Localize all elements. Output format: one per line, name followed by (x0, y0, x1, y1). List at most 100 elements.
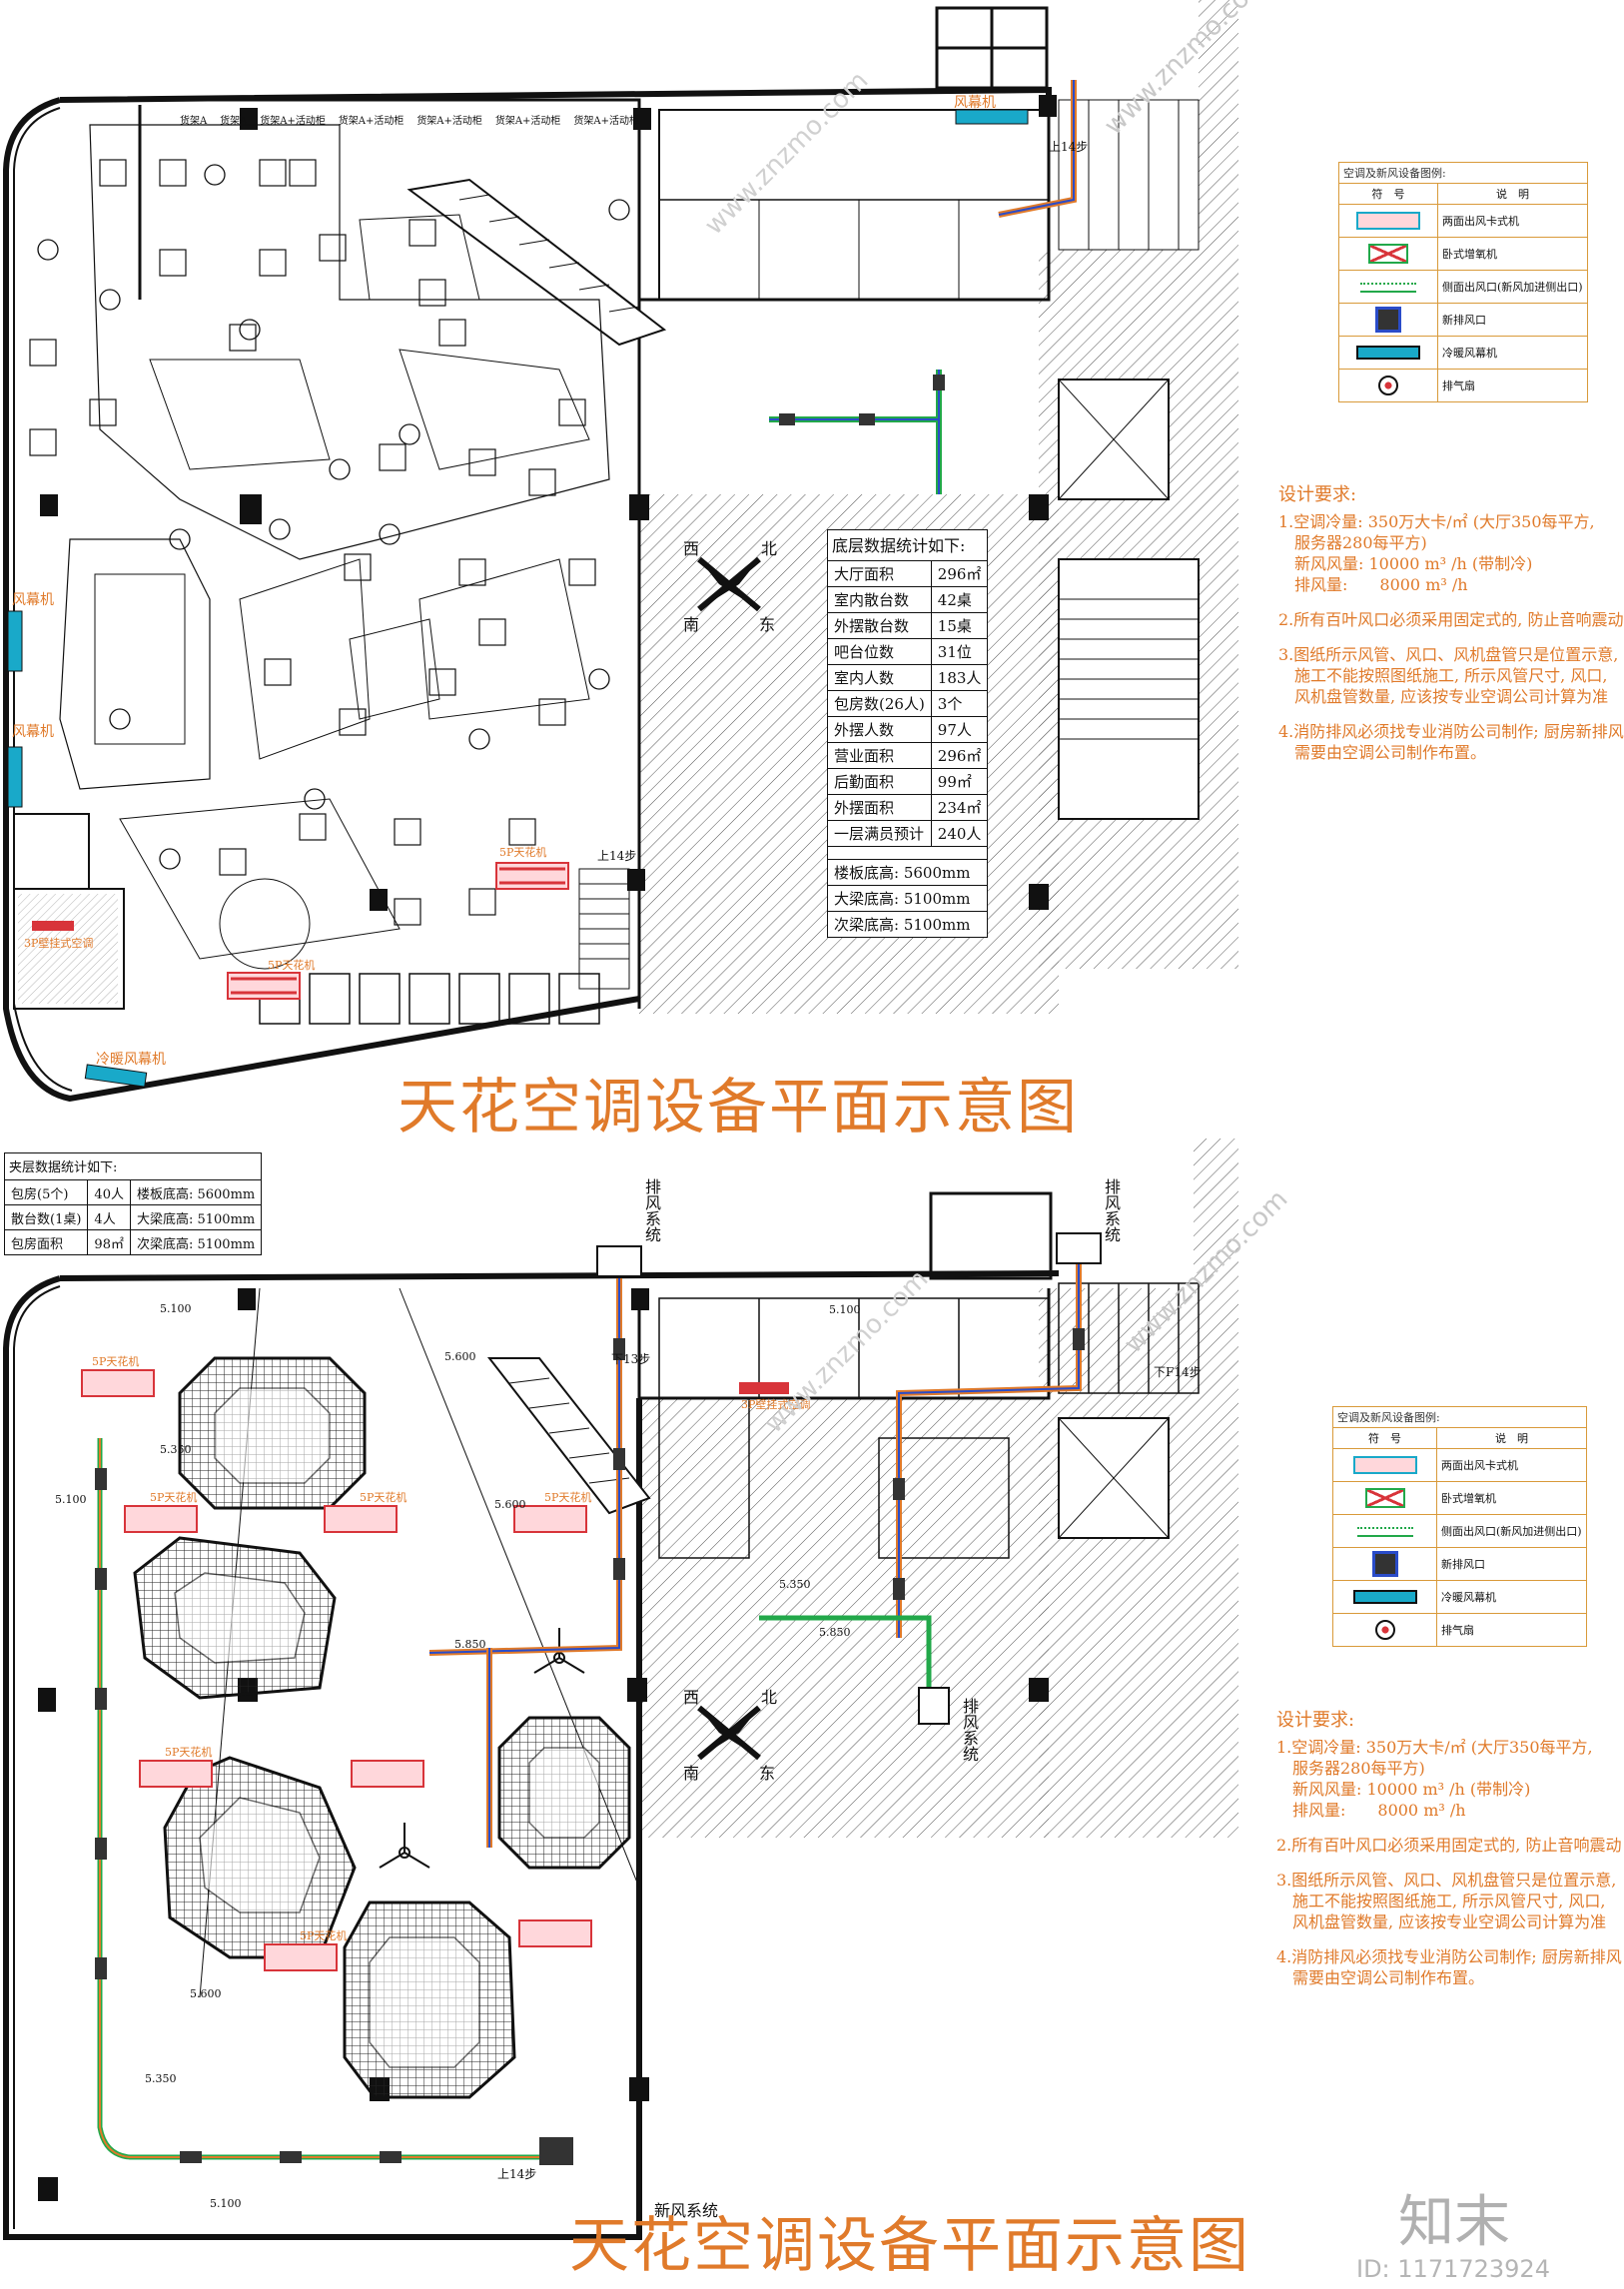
fresh-air-vent-icon (1371, 1551, 1398, 1577)
compass-south: 南 (683, 615, 700, 634)
table-row: 包房(5个)40人楼板底高: 5600mm (3, 1179, 263, 1205)
stair-up-label-2: 上14步 (597, 849, 637, 863)
ac-5p-label: 5P天花机 (544, 1491, 592, 1504)
ac-3p-wall-label: 3P壁挂式空调 (24, 937, 94, 950)
dome-ceilings (133, 1356, 631, 2099)
compass-bottom (697, 1705, 761, 1761)
exhaust-system-label-1: 排风系统 (642, 1178, 661, 1242)
elevation-mark: 5.350 (145, 2072, 177, 2085)
legend-row: 冷暖风幕机 (1338, 336, 1588, 370)
columns (40, 95, 1057, 911)
legend-row: 卧式增氧机 (1332, 1481, 1587, 1515)
elevation-mark: 5.600 (190, 1987, 222, 2000)
shelf-label: 货架A+活动柜 (338, 116, 405, 127)
table-row: 散台数(1桌)4人大梁底高: 5100mm (3, 1204, 263, 1230)
watermark-id: ID: 1171723924 (1356, 2255, 1550, 2283)
cassette-5p-units-bottom (81, 1369, 789, 1971)
legend-table-top: 空调及新风设备图例: 符 号说 明 两面出风卡式机 卧式增氧机 侧面出风口(新风… (1338, 162, 1588, 402)
mezz-stats-caption: 夹层数据统计如下: (9, 1159, 118, 1175)
air-curtain-icon (1356, 346, 1420, 360)
shelf-label: 货架A (180, 116, 208, 127)
hatched-wall (1199, 0, 1238, 250)
duct-vents (95, 1328, 1085, 2165)
side-vent-icon (1360, 282, 1416, 293)
elevation-mark: 5.350 (160, 1443, 192, 1456)
exhaust-system-label-2: 排风系统 (1102, 1178, 1121, 1242)
compass-top (697, 556, 761, 612)
air-curtain-label-bottom: 冷暖风幕机 (96, 1052, 166, 1068)
legend-row: 排气扇 (1338, 369, 1588, 402)
legend-row: 两面出风卡式机 (1332, 1448, 1587, 1482)
air-curtain-units (7, 109, 1029, 1088)
ac-3p-wall-label-bottom: 3P壁挂式空调 (741, 1398, 811, 1411)
legend-row: 侧面出风口(新风加进侧出口) (1332, 1514, 1587, 1548)
requirements-heading: 设计要求: (1276, 1710, 1355, 1731)
ceiling-fans (379, 1628, 585, 1869)
elevation-mark: 5.100 (160, 1302, 192, 1315)
legend-row: 新排风口 (1332, 1547, 1587, 1581)
table-row: 次梁底高: 5100mm (826, 911, 989, 938)
ac-5p-label-b: 5P天花机 (268, 959, 316, 972)
ac-5p-label: 5P天花机 (360, 1491, 407, 1504)
drawing-title-bottom: 天花空调设备平面示意图 (569, 2211, 1250, 2281)
wall-mounted-icon (1364, 1488, 1405, 1508)
elevation-mark: 5.100 (55, 1493, 87, 1506)
compass-south: 南 (683, 1764, 700, 1783)
exhaust-fan-icon (1374, 1620, 1395, 1640)
legend-row: 冷暖风幕机 (1332, 1580, 1587, 1614)
side-vent-icon (1356, 1526, 1413, 1537)
design-requirements-bottom: 设计要求: 1.空调冷量: 350万大卡/㎡ (大厅350每平方, 服务器280… (1276, 1710, 1622, 1987)
fresh-air-system-label: 新风系统 (654, 2201, 719, 2220)
air-curtain-label-top: 风幕机 (954, 95, 996, 111)
compass-north: 北 (761, 539, 778, 558)
requirements-heading: 设计要求: (1278, 484, 1357, 505)
ac-5p-label: 5P天花机 (92, 1355, 140, 1368)
legend-row: 新排风口 (1338, 303, 1588, 337)
table-row: 大梁底高: 5100mm (826, 885, 989, 912)
ground-stats-caption: 底层数据统计如下: (832, 536, 966, 555)
stair-up-label: 上14步 (497, 2167, 537, 2181)
exhaust-system-label-3: 排风系统 (960, 1698, 979, 1762)
air-curtain-label-left1: 风幕机 (12, 592, 54, 608)
design-requirements-top: 设计要求: 1.空调冷量: 350万大卡/㎡ (大厅350每平方, 服务器280… (1278, 484, 1624, 762)
two-way-cassette-icon (1356, 212, 1420, 230)
legend-row: 两面出风卡式机 (1338, 204, 1588, 238)
stair-up-label-1: 上14步 (1049, 140, 1089, 154)
legend-caption: 空调及新风设备图例: (1343, 167, 1446, 180)
ac-5p-label: 5P天花机 (150, 1491, 198, 1504)
shelf-label: 货架A (220, 116, 248, 127)
shelf-labels: 货架A 货架A 货架A+活动柜 货架A+活动柜 货架A+活动柜 货架A+活动柜 … (180, 112, 639, 127)
stair-down-label-1: 下13步 (611, 1352, 651, 1366)
mezzanine-stats-table: 夹层数据统计如下: 包房(5个)40人楼板底高: 5600mm 散台数(1桌)4… (3, 1152, 263, 1255)
legend-row: 卧式增氧机 (1338, 237, 1588, 271)
compass-west: 西 (683, 539, 700, 558)
ac-5p-label: 5P天花机 (300, 1929, 348, 1942)
elevation-mark: 5.850 (454, 1638, 486, 1651)
round-diffusers (37, 164, 630, 870)
shelf-label: 货架A+活动柜 (416, 116, 482, 127)
watermark-brand: 知末 (1398, 2190, 1510, 2255)
legend-table-bottom: 空调及新风设备图例: 符 号说 明 两面出风卡式机 卧式增氧机 侧面出风口(新风… (1332, 1406, 1587, 1647)
air-curtain-icon (1352, 1590, 1417, 1604)
elevation-mark: 5.100 (210, 2197, 242, 2210)
shelf-label: 货架A+活动柜 (573, 116, 639, 127)
table-row: 包房数(26人)3个 (827, 690, 989, 717)
legend-row: 侧面出风口(新风加进侧出口) (1338, 270, 1588, 304)
ac-5p-label-a: 5P天花机 (499, 846, 547, 859)
compass-west: 西 (683, 1688, 700, 1707)
cassette-5p-units (32, 862, 569, 1000)
compass-north: 北 (761, 1688, 778, 1707)
shelf-label: 货架A+活动柜 (494, 116, 561, 127)
shelf-label: 货架A+活动柜 (260, 116, 326, 127)
ac-5p-label: 5P天花机 (165, 1746, 213, 1759)
